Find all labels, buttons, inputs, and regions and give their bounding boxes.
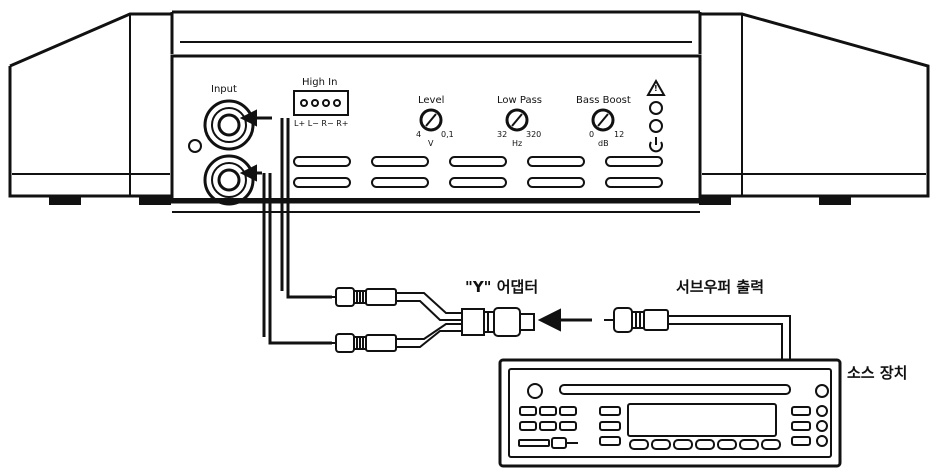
high-in-label: High In	[302, 77, 338, 88]
level-knob-unit: V	[428, 139, 434, 148]
low-pass-knob-unit: Hz	[512, 139, 523, 148]
mount-hole	[188, 139, 202, 153]
arrow-icon-adapter	[537, 308, 592, 332]
warning-icon	[646, 78, 666, 96]
level-knob-label: Level	[418, 95, 445, 106]
subwoofer-output-label: 서브우퍼 출력	[676, 278, 765, 296]
source-unit-label: 소스 장치	[847, 364, 908, 382]
amplifier	[8, 10, 930, 213]
bass-boost-knob-max: 12	[614, 130, 625, 139]
bass-boost-knob-min: 0	[589, 130, 595, 139]
indicator-led-1	[649, 101, 663, 115]
low-pass-knob-label: Low Pass	[497, 95, 542, 106]
arrow-icon-input-bottom	[239, 164, 262, 182]
vent-slots	[293, 156, 663, 188]
indicator-led-2	[649, 119, 663, 133]
bass-boost-knob	[591, 108, 615, 132]
level-knob	[419, 108, 443, 132]
arrow-icon-input-top	[239, 109, 272, 127]
rca-input-top	[203, 99, 255, 151]
subwoofer-output-plug	[604, 307, 791, 360]
source-unit	[498, 358, 842, 468]
low-pass-knob-min: 32	[497, 130, 508, 139]
bass-boost-knob-label: Bass Boost	[576, 95, 631, 106]
low-pass-knob	[505, 108, 529, 132]
warning-symbol: !	[654, 84, 658, 93]
high-in-pins: L+ L− R− R+	[294, 119, 349, 128]
level-knob-max: 0,1	[441, 130, 454, 139]
y-adapter-label: "Y" 어댑터	[465, 278, 539, 296]
low-pass-knob-max: 320	[526, 130, 542, 139]
bass-boost-knob-unit: dB	[598, 139, 609, 148]
power-icon	[649, 137, 663, 153]
rca-input-bottom	[203, 154, 255, 206]
cable-to-input-top	[280, 118, 332, 299]
high-in-connector	[293, 90, 349, 116]
input-label: Input	[211, 84, 237, 95]
y-adapter	[318, 287, 535, 353]
cable-to-input-bottom	[262, 173, 332, 345]
level-knob-min: 4	[416, 130, 422, 139]
